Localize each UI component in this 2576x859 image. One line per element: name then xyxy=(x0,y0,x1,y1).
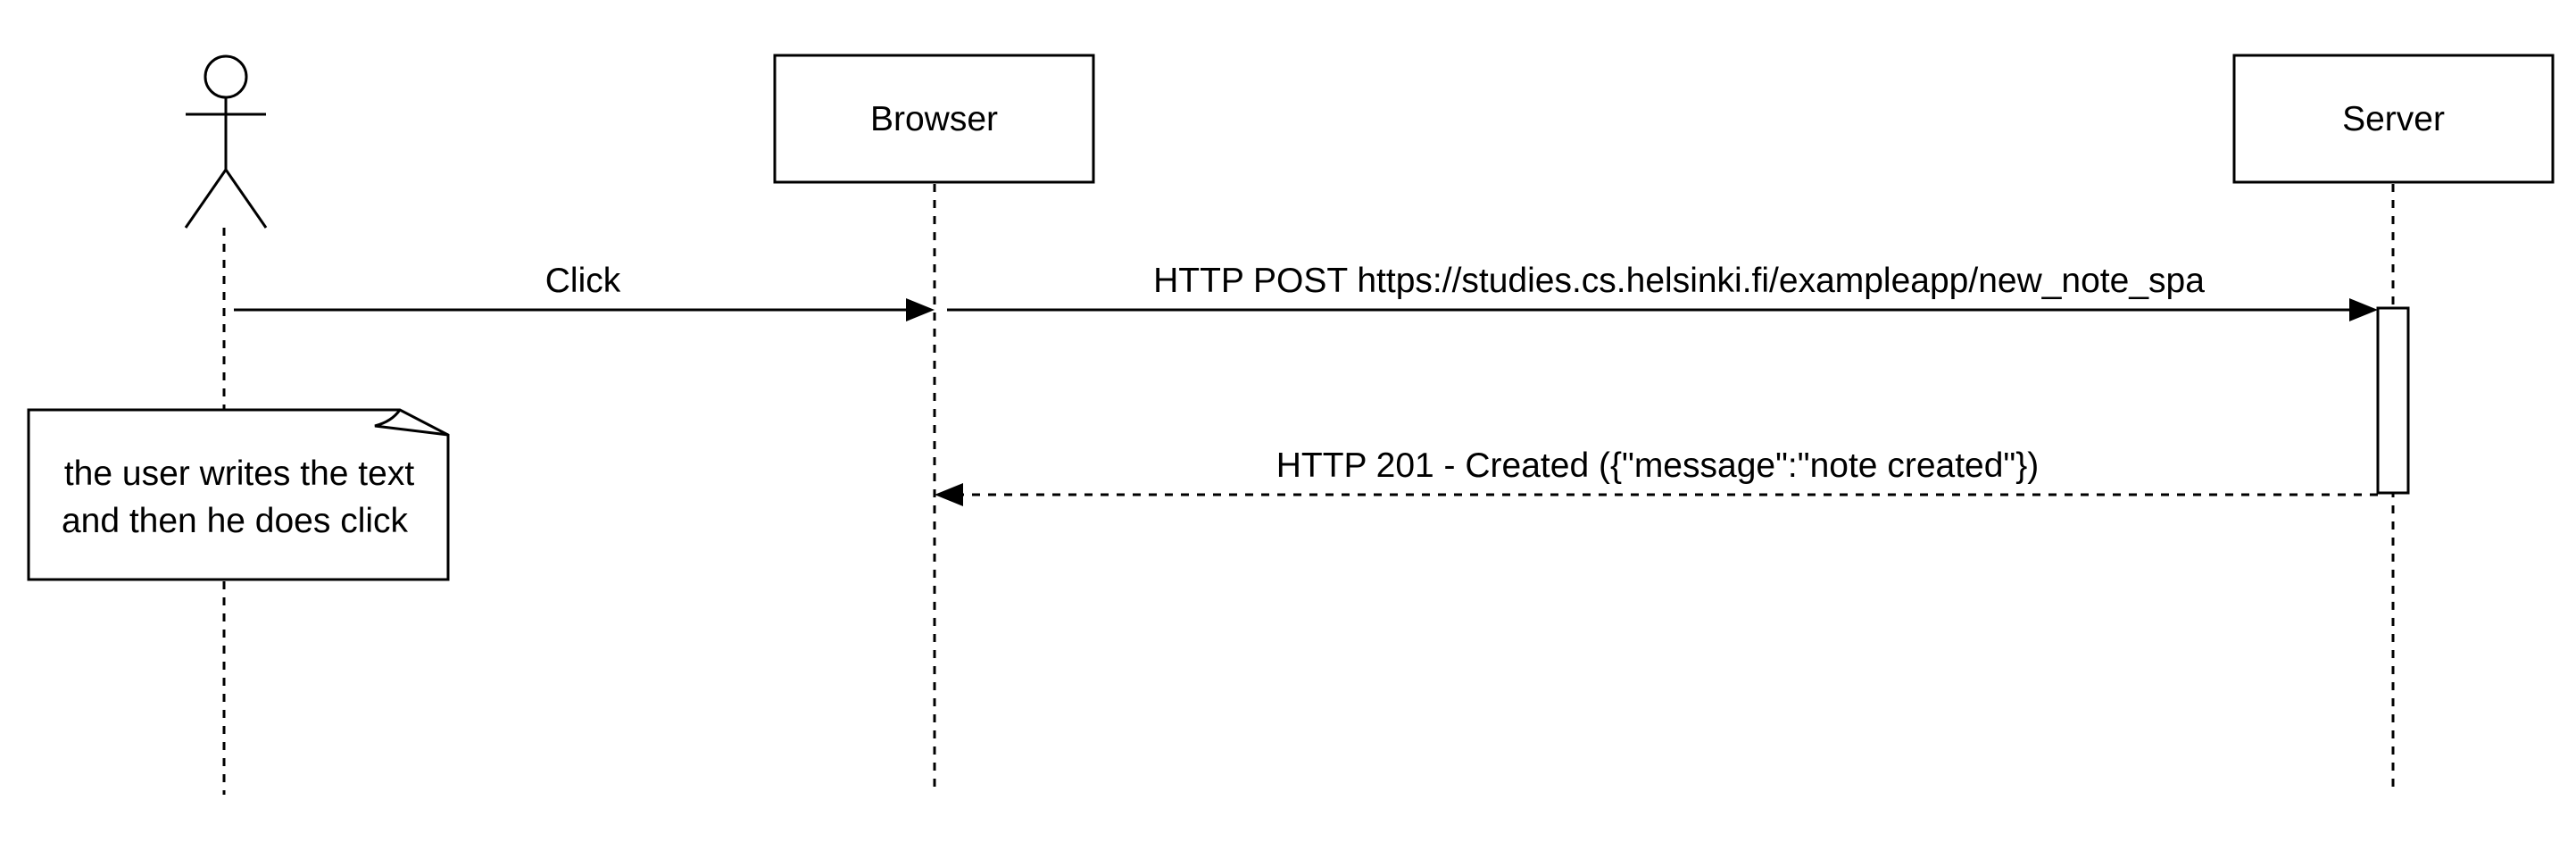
message-click-arrowhead xyxy=(906,298,935,321)
browser-participant-label: Browser xyxy=(870,100,998,138)
server-participant-label: Server xyxy=(2342,100,2445,138)
message-click: Click xyxy=(234,262,935,321)
user-note-line-1: the user writes the text xyxy=(64,455,415,493)
message-http-post-label: HTTP POST https://studies.cs.helsinki.fi… xyxy=(1153,262,2205,300)
message-http-201-arrowhead xyxy=(935,483,963,506)
message-http-post: HTTP POST https://studies.cs.helsinki.fi… xyxy=(947,262,2378,321)
message-click-label: Click xyxy=(545,262,621,300)
server-participant: Server xyxy=(2232,54,2555,184)
message-http-post-arrowhead xyxy=(2349,298,2378,321)
user-note-line-2: and then he does click xyxy=(62,502,409,540)
user-note: the user writes the text and then he doe… xyxy=(27,408,450,581)
message-http-201: HTTP 201 - Created ({"message":"note cre… xyxy=(935,446,2378,506)
browser-participant: Browser xyxy=(773,54,1095,184)
server-activation-bar xyxy=(2376,306,2410,495)
user-actor-icon xyxy=(184,54,268,229)
message-http-201-label: HTTP 201 - Created ({"message":"note cre… xyxy=(1276,446,2040,485)
